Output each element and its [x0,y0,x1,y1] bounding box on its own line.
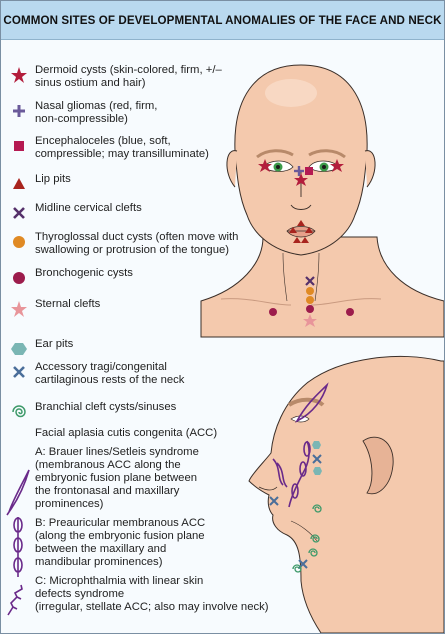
legend-label: Encephaloceles (blue, soft,compressible;… [35,135,285,161]
front-face-illustration [200,64,444,338]
acc-c-icon [5,583,31,619]
legend-label: Ear pits [35,338,285,351]
profile-face-illustration [248,355,444,633]
legend-label: Dermoid cysts (skin-colored, firm, +/–si… [35,64,285,90]
legend-label-line: Ear pits [35,338,74,350]
legend-label: Bronchogenic cysts [35,267,285,280]
legend-label-line: swallowing or protrusion of the tongue) [35,244,230,256]
legend-label-line: defects syndrome [35,588,125,600]
front-midline-cleft-marker [305,276,315,286]
legend-label: Nasal gliomas (red, firm,non-compressibl… [35,100,285,126]
x-icon [10,204,25,219]
legend-label-line: Encephaloceles (blue, soft, [35,135,171,147]
profile-acc-a-lesion [272,382,329,488]
front-encephalocele-marker [305,167,313,175]
circle-icon [10,233,25,248]
legend-label-line: Accessory tragi/congenital [35,361,167,373]
legend-label-line: A: Brauer lines/Setleis syndrome [35,446,199,458]
legend-label-line: mandibular prominences) [35,556,163,568]
hexagon-icon [10,340,27,355]
figure-title: COMMON SITES OF DEVELOPMENTAL ANOMALIES … [3,13,442,27]
star-icon [10,66,27,83]
profile-branchial-markers [292,504,322,573]
triangle-icon [10,175,25,189]
legend-label-line: Nasal gliomas (red, firm, [35,100,158,112]
legend-label: Branchial cleft cysts/sinuses [35,401,285,414]
spiral-icon [10,403,26,418]
legend-label-line: prominences) [35,498,104,510]
x-icon [10,363,25,378]
legend-label-line: Lip pits [35,173,71,185]
front-thyroglossal-markers [306,287,314,304]
legend-label-line: compressible; may transilluminate) [35,148,209,160]
circle-icon [10,269,25,284]
legend-label-line: embryonic fusion plane between [35,472,198,484]
acc-a-icon [5,466,31,516]
acc-b-icon [5,515,31,579]
front-dermoid-markers [258,159,344,186]
title-bar: COMMON SITES OF DEVELOPMENTAL ANOMALIES … [1,1,444,40]
legend-label: A: Brauer lines/Setleis syndrome(membran… [35,446,335,511]
legend-label-line: (membranous ACC along the [35,459,181,471]
legend-label-line: between the maxillary and [35,543,167,555]
legend-label: B: Preauricular membranous ACC(along the… [35,517,335,569]
legend-label-line: B: Preauricular membranous ACC [35,517,206,529]
front-lip-pit-markers [289,220,313,243]
plus-icon [10,102,25,117]
legend-label-line: Sternal clefts [35,298,101,310]
legend-label-line: (irregular, stellate ACC; also may invol… [35,601,269,613]
legend-label: Lip pits [35,173,285,186]
profile-ear-pit-marker [312,441,321,449]
front-bronchogenic-markers [269,305,354,316]
square-icon [10,137,24,151]
illustration [200,64,444,633]
front-sternal-marker [303,314,317,327]
legend-label-line: cartilaginous rests of the neck [35,374,185,386]
front-nasal-glioma-marker [294,166,304,176]
star-icon [10,300,27,317]
legend-label: Thyroglossal duct cysts (often move with… [35,231,285,257]
legend-label-line: sinus ostium and hair) [35,77,146,89]
legend-label: Facial aplasia cutis congenita (ACC) [35,427,285,440]
legend-label-line: Bronchogenic cysts [35,267,133,279]
legend-label-line: the frontonasal and maxillary [35,485,180,497]
legend-label-line: C: Microphthalmia with linear skin [35,575,204,587]
profile-ear-pit-marker-2 [313,467,322,475]
legend-label-line: non-compressible) [35,113,128,125]
legend-label-line: Branchial cleft cysts/sinuses [35,401,177,413]
legend-label: Sternal clefts [35,298,285,311]
legend-label-line: Midline cervical clefts [35,202,142,214]
legend-label-line: Facial aplasia cutis congenita (ACC) [35,427,218,439]
profile-acc-b-lesion [288,440,311,508]
legend-label: Midline cervical clefts [35,202,285,215]
legend-label-line: (along the embryonic fusion plane [35,530,205,542]
legend-label-line: Dermoid cysts (skin-colored, firm, +/– [35,64,222,76]
legend-label-line: Thyroglossal duct cysts (often move with [35,231,239,243]
